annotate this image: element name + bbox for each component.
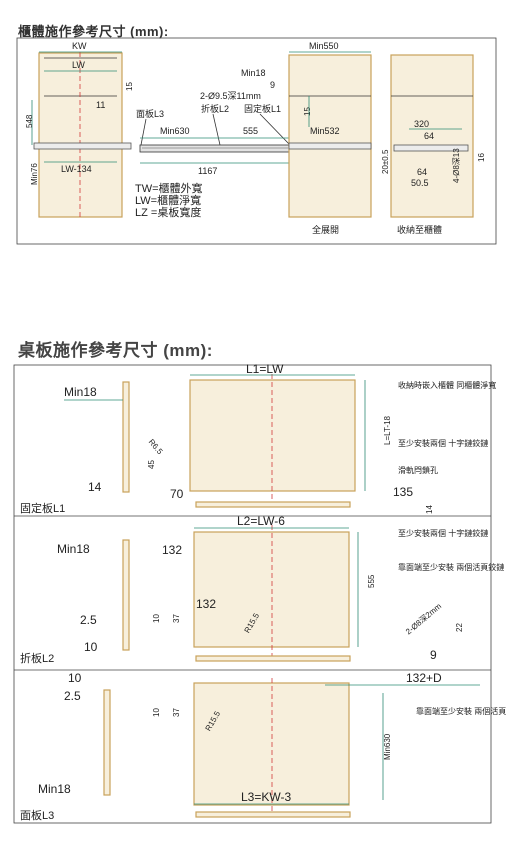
lz-def: LZ =桌板寬度 [135,205,201,219]
p2-d37: 37 [172,614,181,623]
p1-min18: Min18 [64,385,97,399]
p1-d14: 14 [88,480,102,494]
min18-label: Min18 [241,68,266,78]
d9-label: 9 [270,80,275,90]
p1-d70: 70 [170,487,184,501]
p2-d22: 22 [455,623,464,632]
board-diagram: Min18 14 L1=LW R6.5 45 70 135 L=LT-18 14… [13,362,506,824]
d548-label: 548 [25,114,34,128]
p1-d45: 45 [147,460,156,469]
lw-label: LW [72,60,85,70]
p1-d14b: 14 [425,505,434,514]
p3-dim: 132+D [406,671,442,685]
p2-d132b: 132 [196,597,216,611]
d505-label: 50.5 [411,178,429,188]
p3-min630: Min630 [383,733,392,760]
p2-d10: 10 [84,640,98,654]
d16-label: 16 [477,153,486,162]
d320-label: 320 [414,119,429,129]
lw134-label: LW-134 [61,164,92,174]
p2-d10b: 10 [152,614,161,623]
p2-name: 折板L2 [20,651,54,665]
p1-note2: 至少安裝兩個 十字鏈鉸鏈 [398,438,488,448]
d64a-label: 64 [424,131,434,141]
panel-l3-label: 面板L3 [136,108,164,119]
p3-d10b: 10 [152,708,161,717]
hole-label: 2-Ø9.5深11mm [200,91,261,101]
p1-note3: 滑軌閂鎖孔 [398,465,438,475]
p3-d25: 2.5 [64,689,81,703]
full-open-label: 全展開 [312,224,339,235]
p1-d135: 135 [393,485,413,499]
p3-name: 面板L3 [20,808,54,822]
kw-label: KW [72,41,87,51]
p2-d132a: 132 [162,543,182,557]
hole2-label: 4-Ø8深13 [452,148,461,183]
min76-label: Min76 [30,163,39,185]
p2-min18: Min18 [57,542,90,556]
top-title: 櫃體施作參考尺寸 (mm): [18,24,169,39]
tw-def: TW=櫃體外寬 [135,181,203,195]
p3-d10: 10 [68,671,82,685]
d1167-label: 1167 [198,166,217,176]
p2-note1: 至少安裝兩個 十字鏈鉸鏈 [398,528,488,538]
d15b-label: 15 [303,107,312,116]
p1-name: 固定板L1 [20,501,65,515]
p1-note1: 收納時嵌入櫃體 同櫃體淨寬 [398,380,496,390]
p3-min18: Min18 [38,782,71,796]
p3-note1: 靠面端至少安裝 兩個活頁鉸鏈 [416,706,506,716]
bottom-title: 桌板施作參考尺寸 (mm): [18,341,213,360]
min550-label: Min550 [309,41,339,51]
d555-label: 555 [243,126,258,136]
cabinet-diagram: KW LW 15 11 548 Min76 LW-134 面板L3 折板L2 固… [16,37,497,245]
p1-dim: L1=LW [246,362,284,376]
p2-d9: 9 [430,648,437,662]
fold-l2-label: 折板L2 [201,103,229,114]
lw-def: LW=櫃體淨寬 [135,193,201,207]
min532-label: Min532 [310,126,340,136]
p2-note2: 靠面端至少安裝 兩個活頁鉸鏈 [398,562,504,572]
d15a-label: 15 [125,82,134,91]
d20-label: 20±0.5 [381,149,390,174]
d11-label: 11 [96,100,105,110]
p2-d555: 555 [367,574,376,588]
fixed-l1-label: 固定板L1 [244,103,281,114]
min630-label: Min630 [160,126,190,136]
p2-dim: L2=LW-6 [237,514,285,528]
d64b-label: 64 [417,167,427,177]
stow-label: 收納至櫃體 [397,224,442,235]
p2-d25: 2.5 [80,613,97,627]
p2-hole: 2-Ø8深2mm [404,601,443,636]
p1-lt: L=LT-18 [383,415,392,445]
p3-d37: 37 [172,708,181,717]
p1-r: R6.5 [147,437,165,456]
p3-dimw: L3=KW-3 [241,790,291,804]
